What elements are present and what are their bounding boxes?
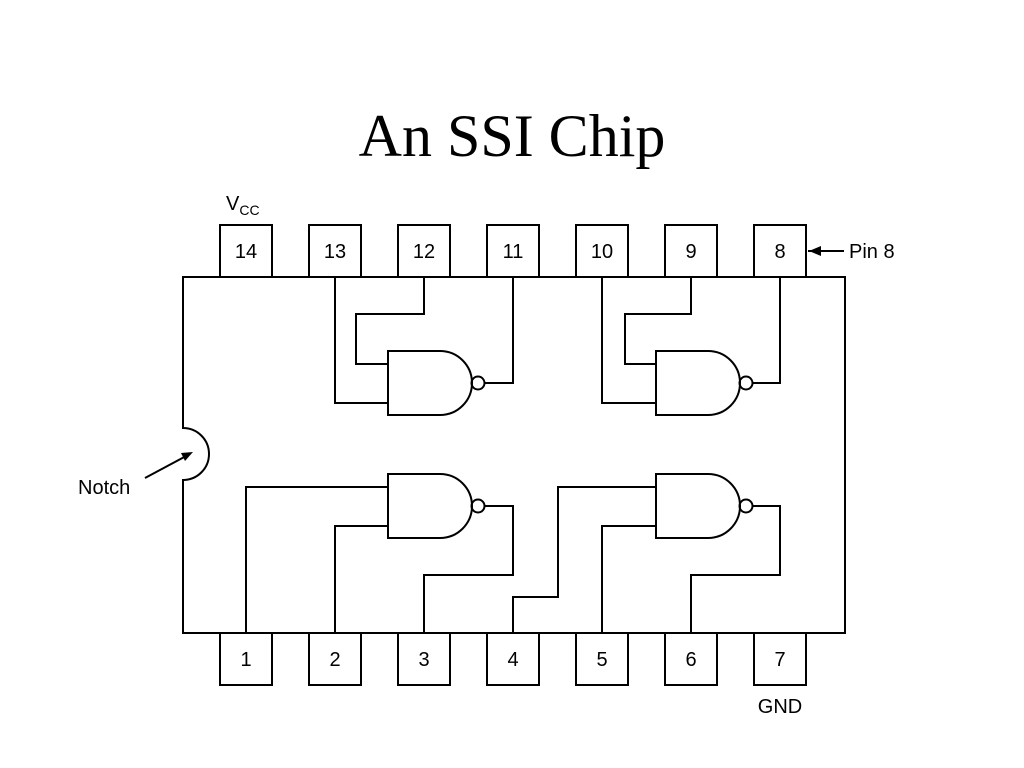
svg-text:8: 8 <box>774 241 785 263</box>
wire-pin10-gate <box>601 277 656 404</box>
pin-4: 4 <box>486 632 540 686</box>
notch-callout: Notch <box>78 452 193 499</box>
svg-text:5: 5 <box>596 649 607 671</box>
pin-7: 7 <box>753 632 807 686</box>
svg-text:10: 10 <box>591 241 613 263</box>
svg-text:3: 3 <box>418 649 429 671</box>
pin-2: 2 <box>308 632 362 686</box>
svg-text:Pin 8: Pin 8 <box>849 241 895 263</box>
svg-text:7: 7 <box>774 649 785 671</box>
pin-12: 12 <box>397 224 451 278</box>
chip-body <box>182 276 846 634</box>
pin-1: 1 <box>219 632 273 686</box>
arrow-left-icon <box>809 246 821 256</box>
pin-14: 14 <box>219 224 273 278</box>
pin8-callout: Pin 8 <box>808 241 895 263</box>
pin-6: 6 <box>664 632 718 686</box>
nand-gate-bottom-right <box>655 473 754 539</box>
svg-text:12: 12 <box>413 241 435 263</box>
wire-pin4-gate <box>512 486 656 633</box>
pin-13: 13 <box>308 224 362 278</box>
svg-text:2: 2 <box>329 649 340 671</box>
pin-9: 9 <box>664 224 718 278</box>
wire-pin5-gate <box>601 525 656 633</box>
svg-text:14: 14 <box>235 241 257 263</box>
svg-text:11: 11 <box>503 241 524 263</box>
pin-5: 5 <box>575 632 629 686</box>
nand-gate-top-left <box>387 350 486 416</box>
slide-title: An SSI Chip <box>358 103 666 169</box>
wire-pin9-gate <box>624 277 692 365</box>
pin-10: 10 <box>575 224 629 278</box>
wire-pin2-gate <box>334 525 388 633</box>
svg-text:9: 9 <box>685 241 696 263</box>
svg-text:6: 6 <box>685 649 696 671</box>
arrow-up-right-icon <box>181 452 193 461</box>
bottom-pins: 1 2 3 4 5 6 7 <box>219 632 807 686</box>
svg-text:13: 13 <box>324 241 346 263</box>
wire-gate-pin3 <box>423 505 514 633</box>
gnd-label: GND <box>758 696 802 718</box>
nand-gate-top-right <box>655 350 754 416</box>
pin-11: 11 <box>486 224 540 278</box>
pin-8: 8 <box>753 224 807 278</box>
nand-gate-bottom-left <box>387 473 486 539</box>
vcc-label: VCC <box>226 193 260 218</box>
wire-gate-pin8 <box>752 277 781 384</box>
wire-pin13-gate <box>334 277 388 404</box>
wire-gate-pin6 <box>690 505 781 633</box>
svg-text:Notch: Notch <box>78 477 130 499</box>
svg-text:4: 4 <box>507 649 518 671</box>
wire-pin1-gate <box>245 486 388 633</box>
wire-gate-pin11 <box>484 277 514 384</box>
wire-pin12-gate <box>355 277 425 365</box>
pin-3: 3 <box>397 632 451 686</box>
svg-text:1: 1 <box>240 649 251 671</box>
top-pins: 14 13 12 11 10 9 8 <box>219 224 807 278</box>
